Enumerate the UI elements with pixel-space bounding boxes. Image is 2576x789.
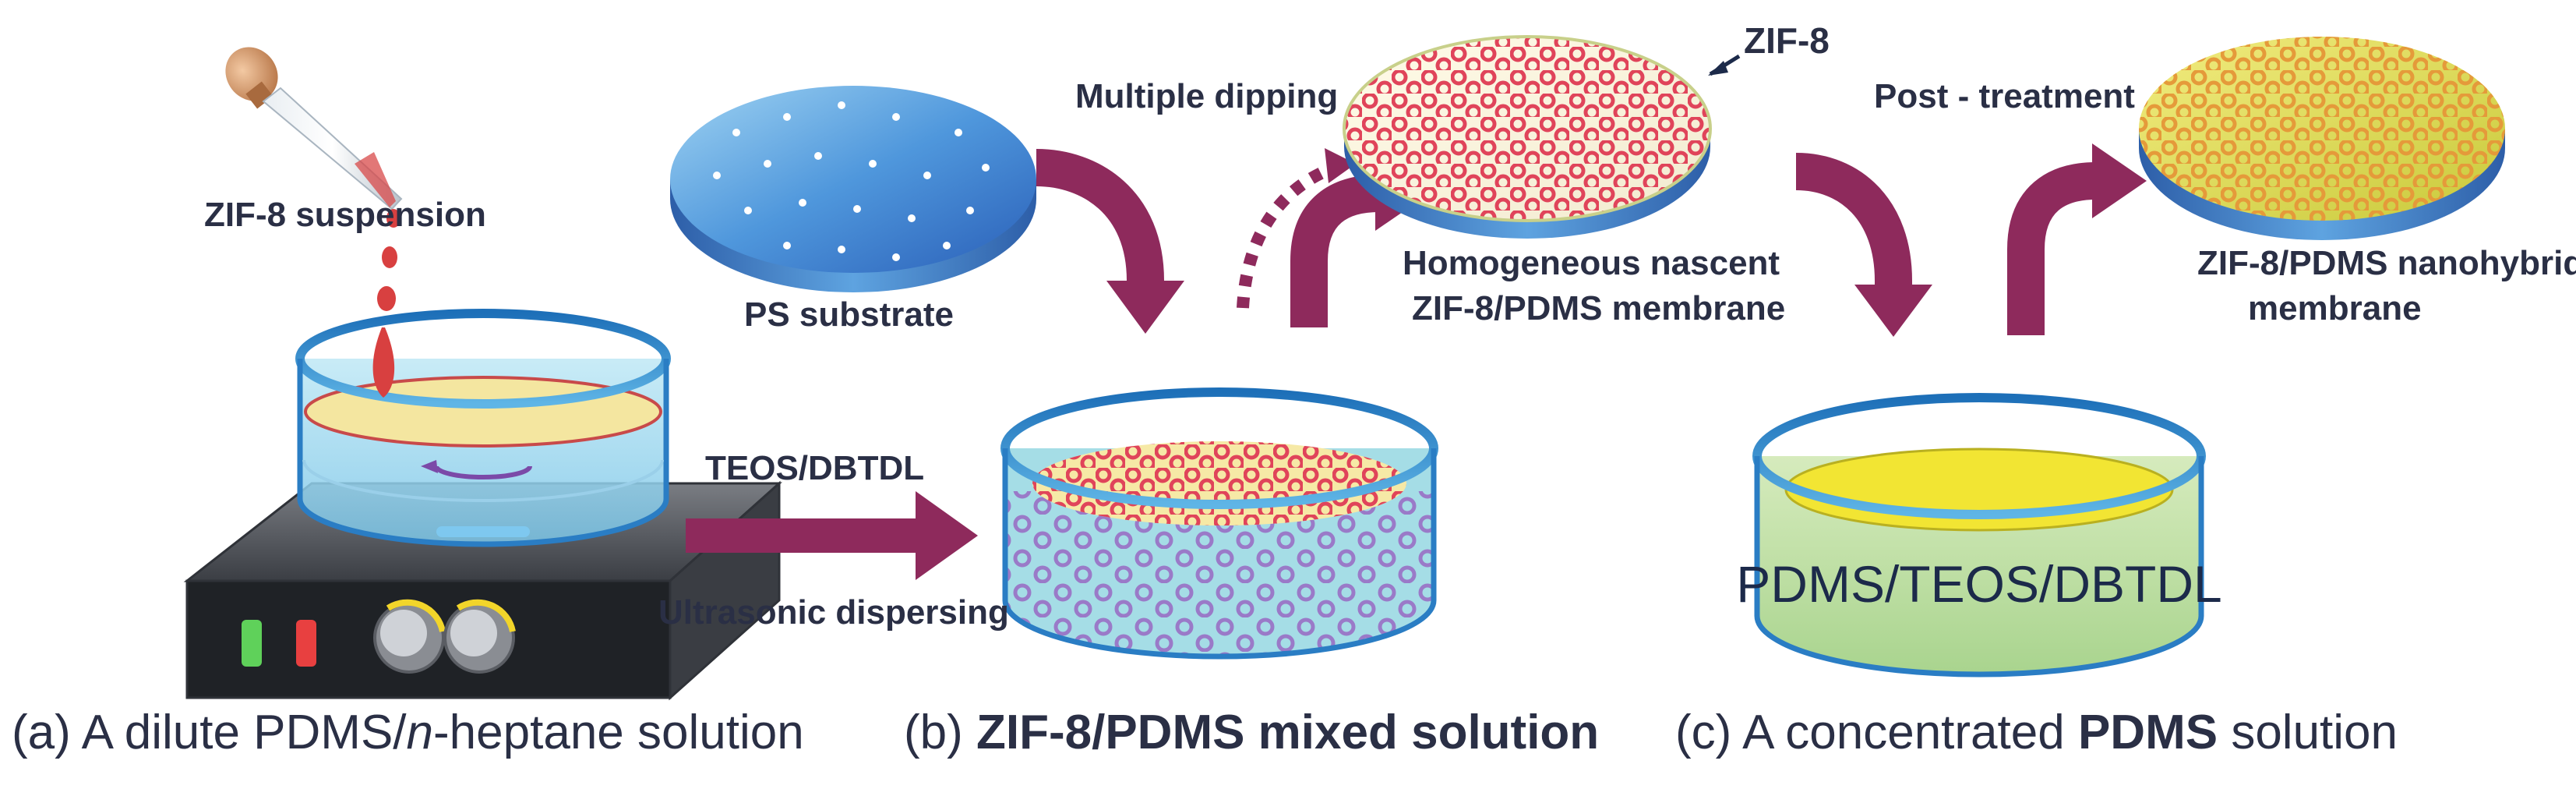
falling-drops xyxy=(372,209,401,398)
arrow-out-of-dish-c xyxy=(2007,143,2147,335)
dish-c: PDMS/TEOS/DBTDL xyxy=(1736,393,2222,678)
hotplate xyxy=(183,480,782,701)
label-nanohybrid-line2: membrane xyxy=(2248,289,2422,327)
nanohybrid-membrane-disk xyxy=(2139,37,2505,240)
dish-c-label: PDMS/TEOS/DBTDL xyxy=(1736,555,2221,613)
hotplate-knob-right[interactable] xyxy=(443,599,516,674)
zif8-pointer xyxy=(1708,54,1741,76)
label-zif8-suspension: ZIF-8 suspension xyxy=(204,196,486,234)
label-homogeneous-line2: ZIF-8/PDMS membrane xyxy=(1412,289,1785,327)
dish-b xyxy=(1000,387,1438,660)
caption-b: (b) ZIF-8/PDMS mixed solution xyxy=(904,706,1599,759)
label-ultrasonic-dispersing: Ultrasonic dispersing xyxy=(658,593,1009,632)
hotplate-green-light xyxy=(242,620,262,667)
nascent-membrane-disk xyxy=(1343,35,1712,239)
hotplate-knob-left[interactable] xyxy=(373,599,446,674)
dropper-icon xyxy=(225,47,403,211)
arrow-a-to-b xyxy=(686,491,978,580)
caption-a: (a) A dilute PDMS/n-heptane solution xyxy=(12,706,804,759)
stir-bar xyxy=(436,526,530,537)
label-zif8: ZIF-8 xyxy=(1744,20,1830,61)
arrow-into-dish-c xyxy=(1795,153,1932,337)
caption-c: (c) A concentrated PDMS solution xyxy=(1675,706,2398,759)
stir-arrow-icon xyxy=(421,460,532,479)
label-teos-dbtdl: TEOS/DBTDL xyxy=(705,449,924,487)
beaker-a xyxy=(295,309,671,547)
label-ps-substrate: PS substrate xyxy=(744,295,954,334)
label-post-treatment: Post - treatment xyxy=(1874,77,2135,115)
label-nanohybrid-line1: ZIF-8/PDMS nanohybrid xyxy=(2197,244,2576,282)
arrow-into-dish-b xyxy=(1036,149,1184,334)
ps-substrate-disk xyxy=(670,86,1036,292)
label-homogeneous-line1: Homogeneous nascent xyxy=(1403,244,1780,282)
multiple-dipping-arrow xyxy=(1237,148,1356,309)
label-multiple-dipping: Multiple dipping xyxy=(1075,77,1338,115)
hotplate-red-light xyxy=(296,620,316,667)
